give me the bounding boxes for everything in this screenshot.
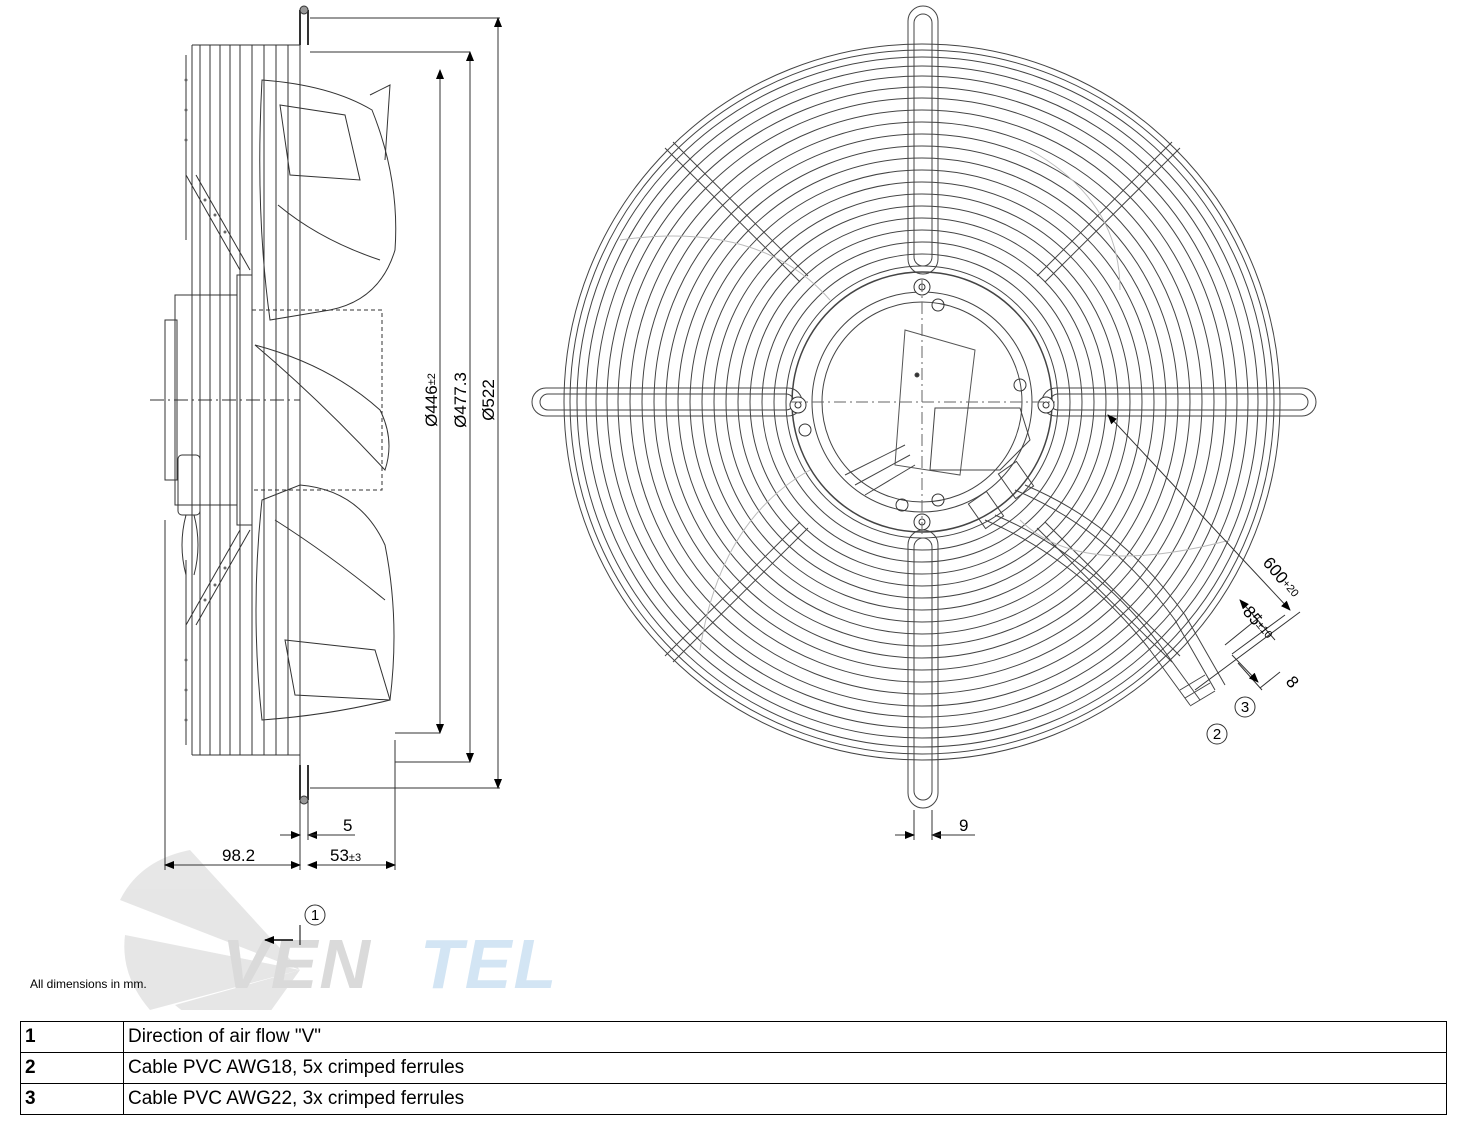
dim-9: 9 xyxy=(959,816,968,835)
svg-text:Ø446±2: Ø446±2 xyxy=(422,373,441,427)
legend-text: Cable PVC AWG22, 3x crimped ferrules xyxy=(123,1083,1447,1115)
legend-text: Cable PVC AWG18, 5x crimped ferrules xyxy=(123,1052,1447,1084)
dim-600: 600+20 xyxy=(1259,553,1304,601)
legend-table: 1 Direction of air flow "V" 2 Cable PVC … xyxy=(20,1021,1447,1115)
dim-8: 8 xyxy=(1282,672,1303,691)
dim-98: 98.2 xyxy=(222,846,255,865)
dim-d477: Ø477.3 xyxy=(451,372,470,428)
svg-text:600+20: 600+20 xyxy=(1259,553,1304,601)
svg-text:VEN: VEN xyxy=(222,925,372,1003)
dim-5: 5 xyxy=(343,816,352,835)
dim-d522: Ø522 xyxy=(479,379,498,421)
callout-2: 2 xyxy=(1206,723,1228,745)
legend-row: 2 Cable PVC AWG18, 5x crimped ferrules xyxy=(20,1052,1447,1084)
svg-text:85±10: 85±10 xyxy=(1239,602,1277,643)
dim-53: 53±3 xyxy=(330,846,361,865)
legend-number: 3 xyxy=(20,1083,124,1115)
legend-row: 3 Cable PVC AWG22, 3x crimped ferrules xyxy=(20,1083,1447,1115)
watermark-logo: VEN TEL xyxy=(120,850,558,1010)
svg-text:Ø522: Ø522 xyxy=(479,379,498,421)
svg-text:8: 8 xyxy=(1282,672,1303,691)
svg-text:2: 2 xyxy=(1213,726,1221,743)
svg-text:Ø477.3: Ø477.3 xyxy=(451,372,470,428)
svg-text:3: 3 xyxy=(1241,699,1249,716)
callout-1: 1 xyxy=(304,904,326,926)
side-dimension-lines xyxy=(164,17,502,870)
dim-85: 85±10 xyxy=(1239,602,1277,643)
legend-text: Direction of air flow "V" xyxy=(123,1021,1447,1053)
units-note: All dimensions in mm. xyxy=(30,977,147,991)
front-view xyxy=(531,5,1317,809)
svg-text:TEL: TEL xyxy=(420,925,558,1003)
dim-d446: Ø446±2 xyxy=(422,373,441,427)
legend-number: 1 xyxy=(20,1021,124,1053)
callout-3: 3 xyxy=(1234,696,1256,718)
technical-drawing: VEN TEL xyxy=(120,5,1317,1010)
legend-number: 2 xyxy=(20,1052,124,1084)
front-dimension-lines xyxy=(895,414,1301,840)
svg-text:1: 1 xyxy=(311,907,319,924)
legend-row: 1 Direction of air flow "V" xyxy=(20,1021,1447,1053)
side-view xyxy=(150,5,397,805)
